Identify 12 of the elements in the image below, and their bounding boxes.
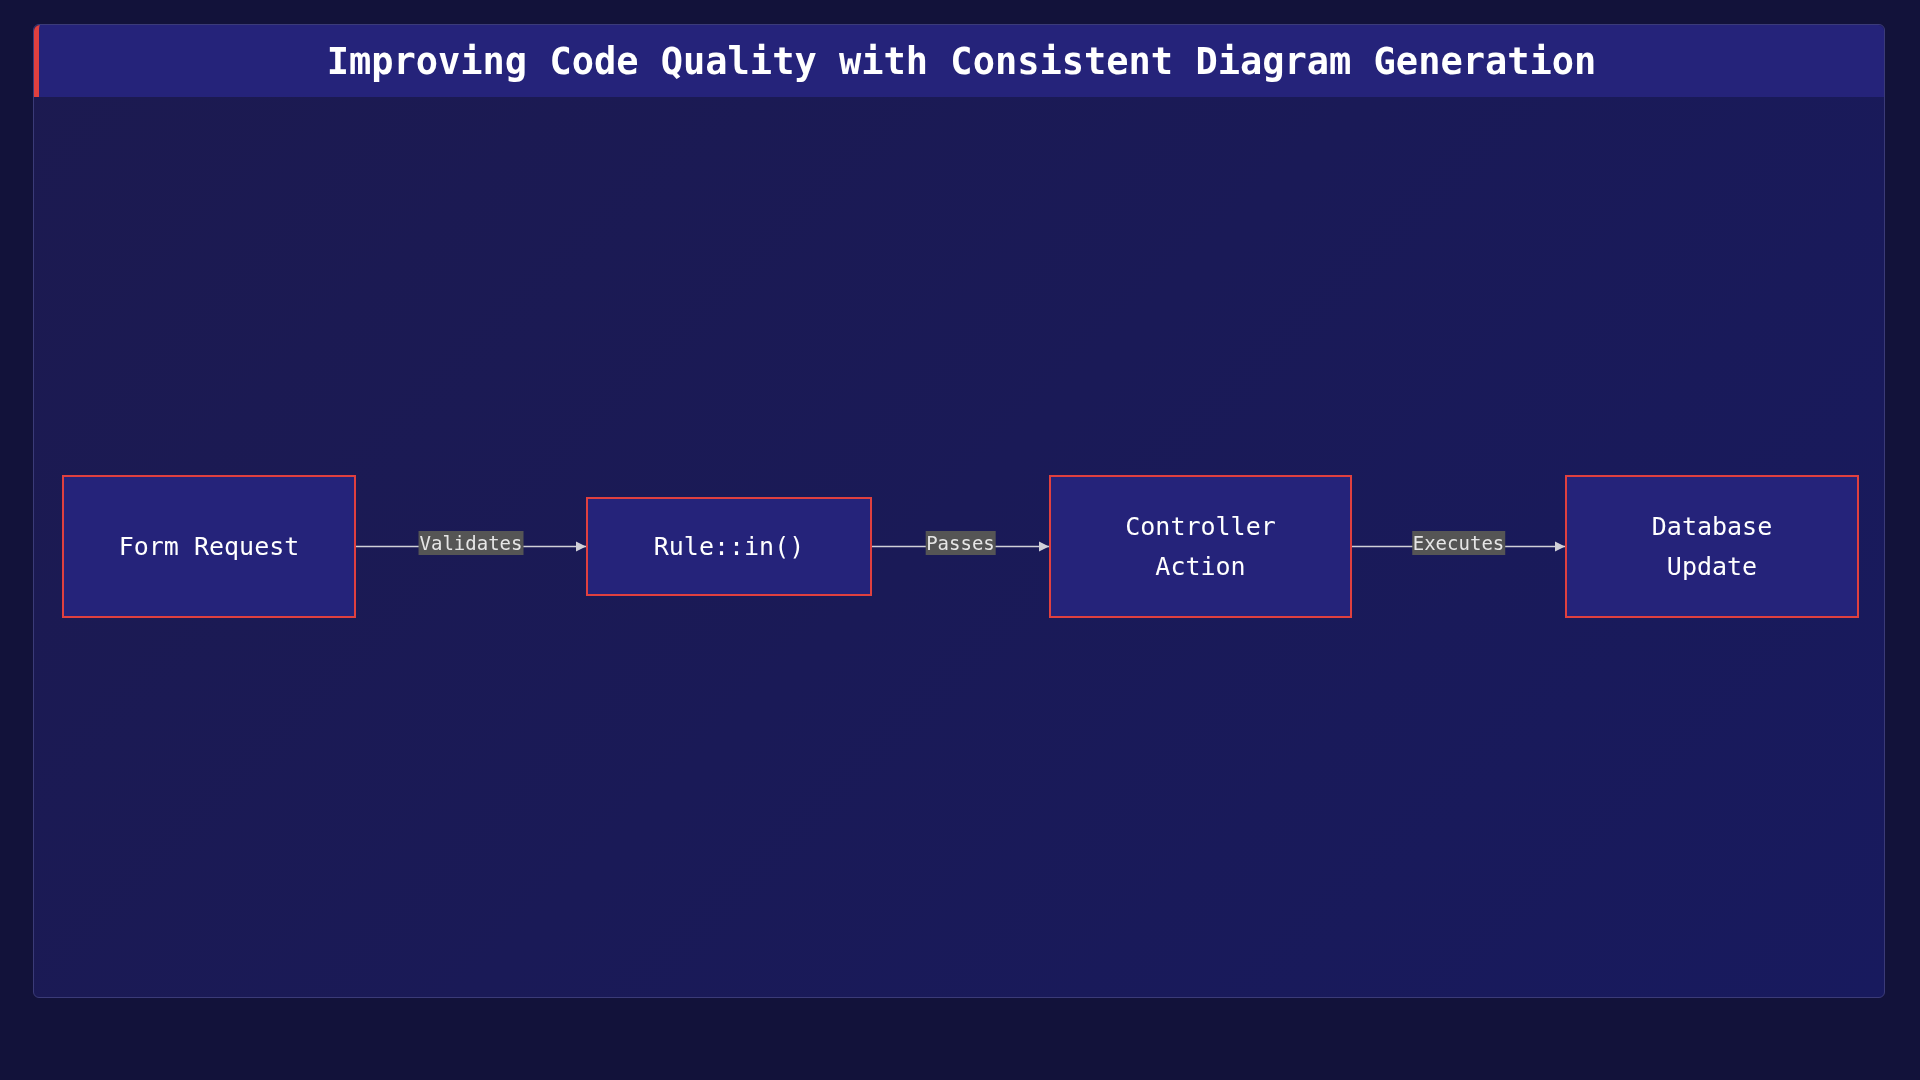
process-box [62, 475, 356, 618]
node-text: Rule::in() [653, 530, 805, 563]
process-box [1565, 475, 1859, 618]
process-box [1049, 475, 1352, 618]
edge-label: Passes [925, 530, 996, 555]
node-text: Database Update [1650, 510, 1774, 583]
edge-label: Executes [1411, 530, 1506, 555]
node-text: Form Request [118, 530, 300, 563]
process-box [586, 497, 872, 596]
edge-label: Validates [418, 530, 524, 555]
title: Improving Code Quality with Consistent Diagram Generation [326, 39, 1597, 83]
node-text: Controller Action [1124, 510, 1277, 583]
